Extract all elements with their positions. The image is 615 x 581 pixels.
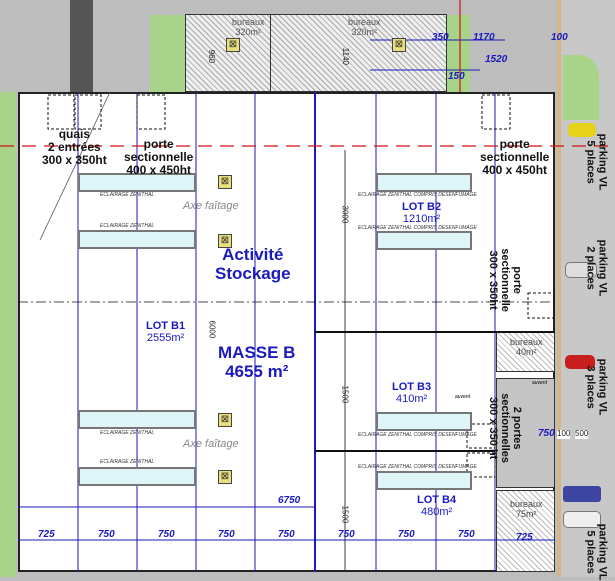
dim-label: 6000 — [207, 320, 217, 339]
skylight — [376, 231, 472, 250]
dim-label: 3000 — [340, 205, 350, 224]
dim-label: 725 — [38, 529, 55, 540]
grass-top — [150, 15, 185, 92]
dim-label: 1500 — [340, 385, 350, 404]
skylight-label: ECLAIRAGE ZENITHAL — [100, 223, 155, 229]
ridge-axis-label: Axe faîtage — [183, 438, 239, 450]
dim-label: 750 — [218, 529, 235, 540]
dim-label: 960 — [207, 49, 217, 64]
skylight — [376, 471, 472, 490]
skylight — [78, 173, 196, 192]
grass-right — [563, 55, 599, 120]
dim-label: 150 — [448, 71, 465, 82]
grid-lines — [18, 39, 555, 572]
car-icon — [568, 123, 596, 137]
dim-label: 725 — [516, 532, 533, 543]
skylight — [78, 230, 196, 249]
doors — [47, 94, 555, 478]
skylight — [376, 412, 472, 431]
smoke-vent-icon: ⊠ — [218, 470, 232, 484]
car-icon — [563, 486, 601, 502]
skylight-label: ECLAIRAGE ZENITHAL — [100, 430, 155, 436]
skylight — [376, 173, 472, 192]
auvent-label: auvent — [455, 394, 471, 400]
smoke-vent-icon: ⊠ — [218, 175, 232, 189]
dim-label: 500 — [575, 429, 589, 439]
dim-label: 100 — [557, 429, 571, 439]
skylight — [78, 410, 196, 429]
office-block-right — [270, 14, 447, 92]
smoke-vent-icon: ⊠ — [218, 234, 232, 248]
auvent-label: auvent — [532, 380, 548, 386]
office-40 — [496, 332, 555, 372]
dim-label: 750 — [398, 529, 415, 540]
skylight-label: ECLAIRAGE ZENITHAL COMPRIS DESENFUMAGE — [358, 464, 477, 470]
dim-label: 750 — [458, 529, 475, 540]
neighbour-building — [70, 0, 93, 92]
office-75 — [496, 490, 555, 572]
dim-label: 750 — [538, 428, 555, 439]
skylight-label: ECLAIRAGE ZENITHAL COMPRIS DESENFUMAGE — [358, 432, 477, 438]
smoke-vent-icon: ⊠ — [218, 413, 232, 427]
dim-label: 1170 — [473, 32, 495, 43]
smoke-vent-icon: ⊠ — [392, 38, 406, 52]
skylight-label: ECLAIRAGE ZENITHAL COMPRIS DESENFUMAGE — [358, 225, 477, 231]
smoke-vent-icon: ⊠ — [226, 38, 240, 52]
partition-walls — [18, 91, 555, 570]
dim-label: 1500 — [340, 505, 350, 524]
car-icon — [565, 355, 595, 369]
skylight-label: ECLAIRAGE ZENITHAL COMPRIS DESENFUMAGE — [358, 192, 477, 198]
ridge-axis — [0, 0, 615, 147]
skylight — [78, 467, 196, 486]
dim-label: 6750 — [278, 495, 301, 506]
ridge-axis-label: Axe faîtage — [183, 200, 239, 212]
dim-label: 750 — [278, 529, 295, 540]
car-icon — [563, 511, 601, 528]
skylight-label: ECLAIRAGE ZENITHAL — [100, 459, 155, 465]
dim-label: 750 — [338, 529, 355, 540]
skylight-label: ECLAIRAGE ZENITHAL — [100, 192, 155, 198]
auvent-area — [496, 378, 555, 488]
dim-label: 1520 — [485, 54, 508, 65]
dim-label: 350 — [432, 32, 449, 43]
dim-label: 1140 — [341, 47, 350, 65]
dim-label: 750 — [158, 529, 175, 540]
dim-label: 750 — [98, 529, 115, 540]
car-icon — [565, 262, 597, 278]
dim-label: 100 — [551, 32, 568, 43]
grass-left — [0, 92, 16, 577]
grass-top-right — [445, 15, 470, 92]
